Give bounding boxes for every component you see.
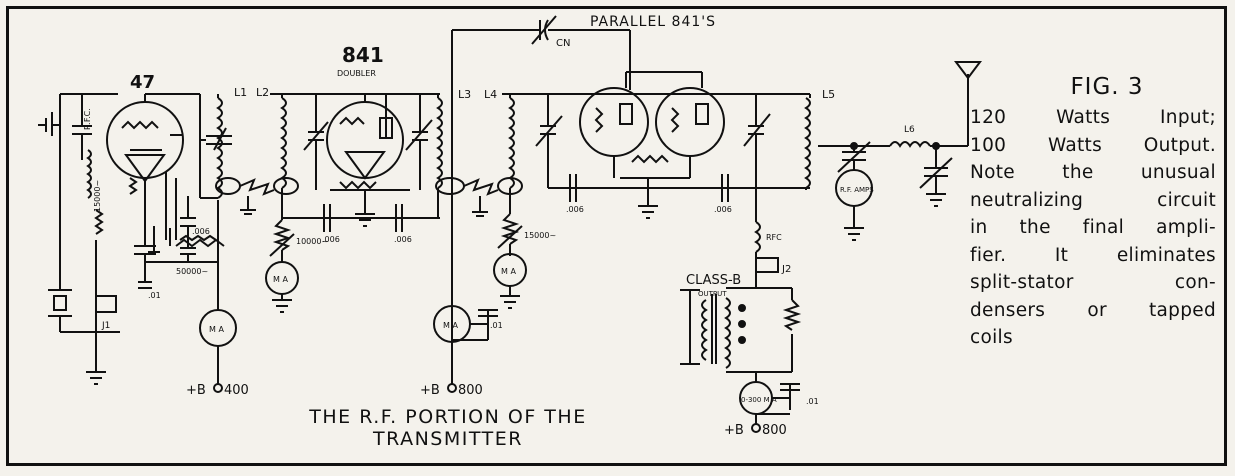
cap-label-01-b: .01 (490, 321, 503, 330)
tube-label-841: 841 (342, 43, 384, 67)
tube-label-47: 47 (130, 72, 155, 93)
meter-label-4: M A (501, 267, 516, 276)
cap-label-006-d: .006 (566, 205, 584, 214)
antenna-icon (954, 61, 982, 80)
tube-841-a (579, 87, 649, 157)
cap-label-006-a: .006 (192, 227, 210, 236)
meter-label-1: M A (209, 325, 224, 334)
rfc-label-osc: R.F.C. (83, 108, 92, 130)
coil-label-l4: L4 (484, 88, 497, 101)
coil-label-l2: L2 (256, 86, 269, 99)
supply-label-b-400: +B (186, 383, 206, 398)
component-labels: 47 841 DOUBLER PARALLEL 841'S L1 L2 L3 L… (83, 14, 915, 438)
coil-l6 (889, 141, 931, 148)
class-b-output-label: OUTPUT (698, 290, 727, 298)
tube-47 (106, 101, 184, 179)
caption-line: neutralizing circuit (970, 189, 1216, 211)
res-label-15000-osc: 15000~ (93, 180, 102, 212)
caption-line: 100 Watts Output. (970, 134, 1216, 156)
tube-label-parallel: PARALLEL 841'S (590, 14, 716, 30)
caption-line: 120 Watts Input; (970, 107, 1216, 128)
oscillator-stage (38, 93, 299, 393)
supply-value-800-a: 800 (458, 383, 483, 398)
res-label-10000: 10000~ (296, 237, 328, 246)
diagram-title-line-2: TRANSMITTER (373, 428, 523, 450)
res-label-15000: 15000~ (524, 231, 556, 240)
rfc-plate (754, 221, 761, 253)
rfc-coil (86, 149, 92, 199)
class-b-secondary (724, 297, 731, 369)
coil-l3 (436, 97, 443, 189)
tube-label-doubler: DOUBLER (337, 69, 376, 78)
cap-label-01-a: .01 (148, 291, 161, 300)
rfc-label-plate: RFC (766, 233, 782, 242)
cap-label-01-c: .01 (806, 397, 819, 406)
caption-body: 120 Watts Input; 100 Watts Output. Note … (970, 104, 1216, 352)
class-b-label: CLASS-B (686, 273, 741, 288)
meter-label-2: M A (273, 275, 288, 284)
res-label-50000: 50000~ (176, 267, 208, 276)
class-b-primary (701, 299, 708, 361)
tube-841-b (655, 87, 725, 157)
coil-label-l6: L6 (904, 125, 915, 135)
resistor-10000 (272, 219, 292, 251)
screen-resistor (175, 238, 225, 248)
jack-j2 (755, 257, 779, 273)
cap-label-006-b: .006 (322, 235, 340, 244)
resistor-15000-grid (500, 213, 520, 245)
coil-l2 (280, 97, 287, 189)
coil-label-l5: L5 (822, 88, 835, 101)
supply-label-b-800-b: +B (724, 423, 744, 438)
link-line-1 (239, 178, 275, 196)
caption-line: Note the unusual (970, 162, 1216, 183)
supply-value-800-b: 800 (762, 423, 787, 438)
supply-label-b-800-a: +B (420, 383, 440, 398)
coil-l4 (508, 97, 515, 189)
meter-label-rf-amps: R.F. AMPS (840, 186, 874, 194)
jack-j1 (95, 295, 117, 313)
jack-label-j1: J1 (101, 321, 110, 331)
diagram-title-line-1: THE R.F. PORTION OF THE (309, 406, 587, 428)
meter-label-3: M A (443, 321, 458, 330)
cap-label-006-e: .006 (714, 205, 732, 214)
caption-line: densers or tapped (970, 299, 1216, 321)
tube-841-doubler (326, 101, 404, 179)
cap-label-cn: CN (556, 38, 570, 49)
supply-value-400: 400 (224, 383, 249, 398)
crystal-symbol (53, 295, 67, 311)
caption-line: in the final ampli- (970, 217, 1216, 238)
meter-label-0-300: 0-300 M A (741, 396, 777, 404)
figure-label: FIG. 3 (1070, 74, 1144, 100)
antenna-section (818, 61, 982, 241)
center-tap-resistor (631, 154, 669, 164)
diagram-title: THE R.F. PORTION OF THE TRANSMITTER (248, 406, 648, 450)
class-b-resistor (782, 299, 802, 331)
caption-line: split-stator con- (970, 272, 1216, 293)
grid-resistor (94, 209, 104, 235)
coil-l5 (804, 97, 811, 189)
jack-label-j2: J2 (781, 264, 791, 275)
coil-l1 (216, 97, 223, 199)
doubler-stage (265, 30, 523, 393)
caption-line: coils (970, 327, 1013, 348)
figure-caption: FIG. 3 120 Watts Input; 100 Watts Output… (970, 74, 1216, 352)
link-coil-2 (273, 177, 299, 195)
cap-label-006-c: .006 (394, 235, 412, 244)
caption-line: fier. It eliminates (970, 244, 1216, 266)
coil-label-l3: L3 (458, 88, 471, 101)
link-line-2 (463, 178, 499, 196)
coil-label-l1: L1 (234, 86, 247, 99)
final-stage (452, 15, 811, 433)
